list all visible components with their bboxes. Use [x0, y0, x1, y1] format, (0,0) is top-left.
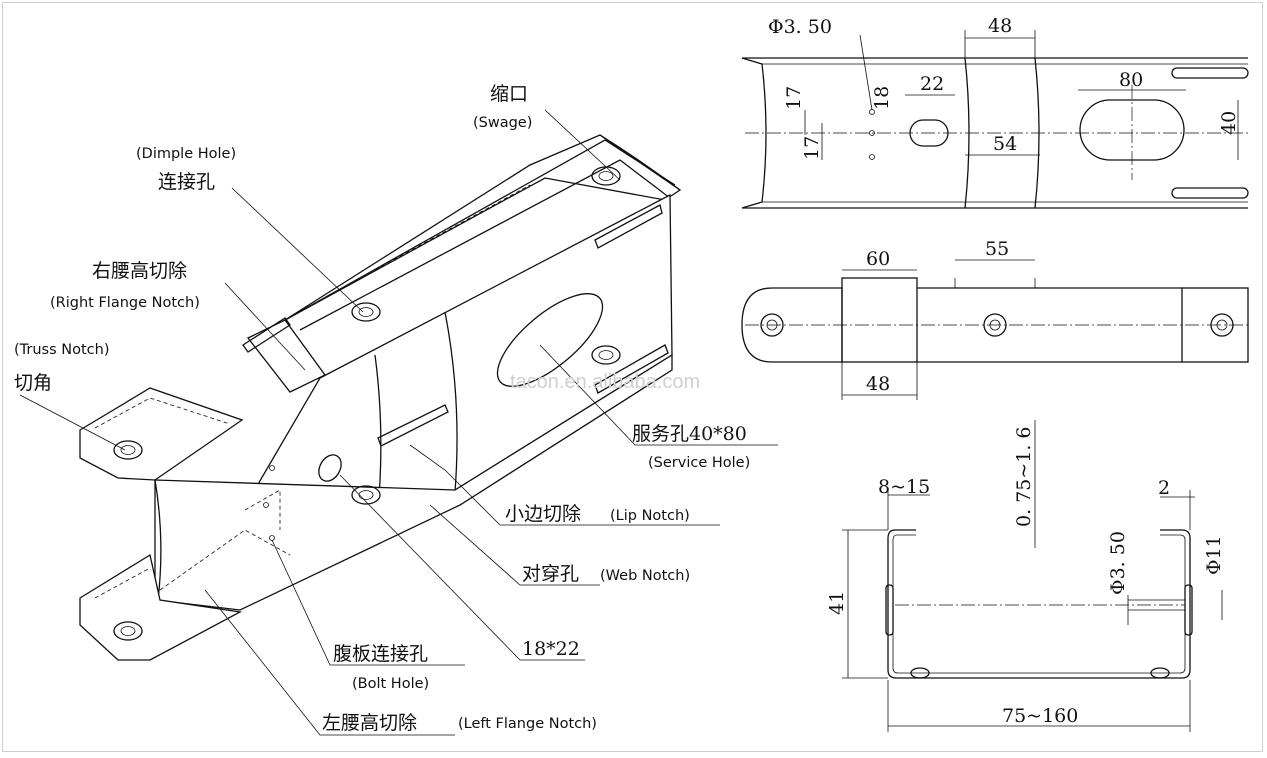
- dim-v17a: 17: [783, 86, 805, 110]
- right-flange-label-cn: 右腰高切除: [92, 260, 187, 282]
- service-label-en: (Service Hole): [648, 455, 750, 471]
- dim-height: 41: [826, 591, 848, 615]
- side-view: 60 55 48: [741, 238, 1249, 400]
- dimple-label-cn: 连接孔: [158, 171, 215, 193]
- dim-v18: 18: [871, 86, 893, 110]
- lip-label-en: (Lip Notch): [610, 508, 690, 524]
- hidden-line-top: [374, 184, 531, 271]
- dim-hole-dia: Φ3. 50: [768, 16, 832, 38]
- dim-v17b: 17: [801, 136, 823, 160]
- right-flange-label-en: (Right Flange Notch): [50, 295, 200, 311]
- swage-label-en: (Swage): [473, 115, 532, 131]
- web-label-cn: 对穿孔: [522, 563, 579, 585]
- dim-w55: 55: [985, 238, 1009, 260]
- hidden-line-web: [244, 489, 281, 530]
- small-hole: [263, 502, 269, 508]
- service-hole: [496, 293, 604, 387]
- left-flange-label-cn: 左腰高切除: [322, 712, 417, 734]
- web-slot-18x22: [318, 454, 342, 482]
- dim-width: 75~160: [1002, 705, 1078, 727]
- leader-lines: [19, 109, 778, 736]
- dim-swage-inner: 54: [993, 133, 1017, 155]
- right-flange-lip: [242, 317, 291, 353]
- web-label-en: (Web Notch): [600, 568, 690, 584]
- truss-hidden-line-2: [94, 567, 151, 599]
- bolt-label-cn: 腹板连接孔: [333, 643, 428, 665]
- isometric-view: 缩口 (Swage) (Dimple Hole) 连接孔 右腰高切除 (Righ…: [14, 83, 778, 736]
- truss-label-cn: 切角: [14, 372, 52, 394]
- dim-lip-gap: 2: [1158, 477, 1170, 499]
- right-flange-notch-part: [246, 319, 326, 393]
- swage-label-cn: 缩口: [490, 83, 528, 105]
- left-flange-label-en: (Left Flange Notch): [458, 716, 597, 732]
- truss-notch-top: [79, 387, 244, 481]
- lip-slot-bottom: [594, 344, 669, 394]
- cross-section: 8~15 0. 75~1. 6 2 Φ3. 50 Φ11 41 75~160: [826, 420, 1225, 732]
- top-view: Φ3. 50 48 80 22 54 17 18 17 40: [741, 15, 1249, 209]
- lip-slot-top: [594, 204, 663, 249]
- dimple-label-en: (Dimple Hole): [136, 146, 236, 162]
- top-flange-lip: [299, 159, 671, 331]
- dim-thickness: 0. 75~1. 6: [1013, 426, 1035, 527]
- dim-lip: 8~15: [878, 476, 930, 498]
- truss-notch-bottom: [79, 553, 243, 661]
- dim-w48: 48: [866, 373, 890, 395]
- front-web-edge: [154, 479, 162, 601]
- swage-band-right: [444, 311, 458, 493]
- service-label-cn: 服务孔40*80: [632, 423, 747, 445]
- dim-dimple: Φ11: [1203, 535, 1225, 575]
- truss-label-en: (Truss Notch): [14, 342, 109, 358]
- watermark: tacon.en.alibaba.com: [510, 371, 700, 393]
- swage-curve: [599, 134, 681, 191]
- lip-notch-slot: [377, 404, 449, 447]
- small-hole: [269, 465, 275, 471]
- dim-hole: Φ3. 50: [1107, 531, 1129, 595]
- dim-service-h: 40: [1218, 111, 1240, 135]
- dim-service-len: 80: [1119, 69, 1143, 91]
- bolt-label-en: (Bolt Hole): [352, 676, 429, 692]
- dim-slot-width: 22: [920, 73, 944, 95]
- slot-size-label: 18*22: [522, 638, 580, 660]
- lip-label-cn: 小边切除: [505, 503, 581, 525]
- dim-w60: 60: [866, 248, 890, 270]
- dim-swage-width: 48: [988, 15, 1012, 37]
